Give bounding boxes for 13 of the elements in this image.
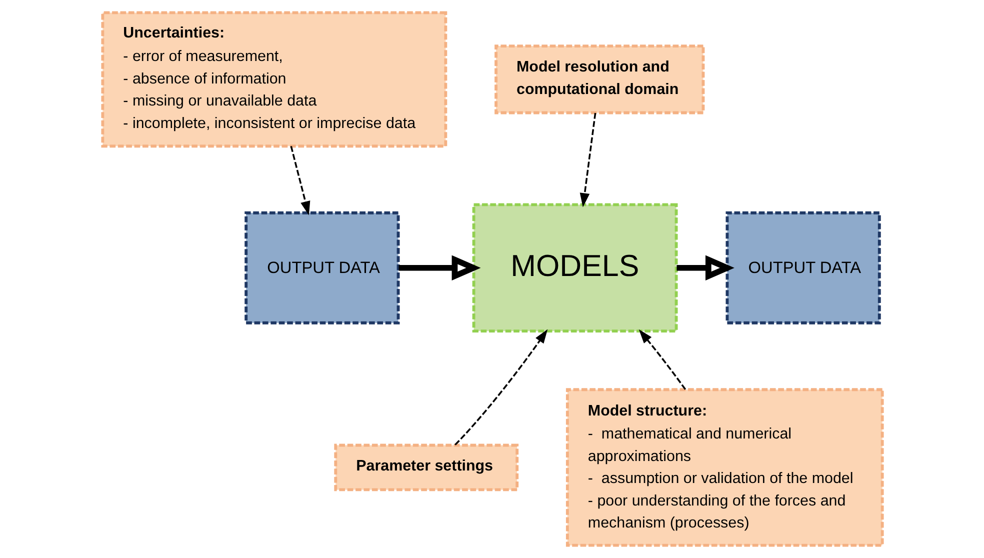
- arrow: [454, 329, 548, 446]
- node-box: Model structure: - mathematical and numerical approximations - assumption or validation of the model - poor understanding of the forces and mechanism (processes): [565, 388, 884, 547]
- arrow: [398, 255, 480, 281]
- arrow: [290, 146, 310, 216]
- node-box: OUTPUT DATA: [725, 211, 880, 324]
- arrow: [676, 255, 734, 281]
- node-box: OUTPUT DATA: [244, 211, 400, 324]
- node-box: Model resolution and computational domain: [494, 44, 704, 114]
- node-box: MODELS: [472, 203, 678, 333]
- node-box: Uncertainties: - error of measurement, - absence of information - missing or unavailable data - incomplete, inconsistent or imprecise data: [100, 11, 447, 148]
- arrow: [579, 112, 596, 208]
- node-box: Parameter settings: [334, 444, 518, 492]
- arrow: [638, 329, 686, 390]
